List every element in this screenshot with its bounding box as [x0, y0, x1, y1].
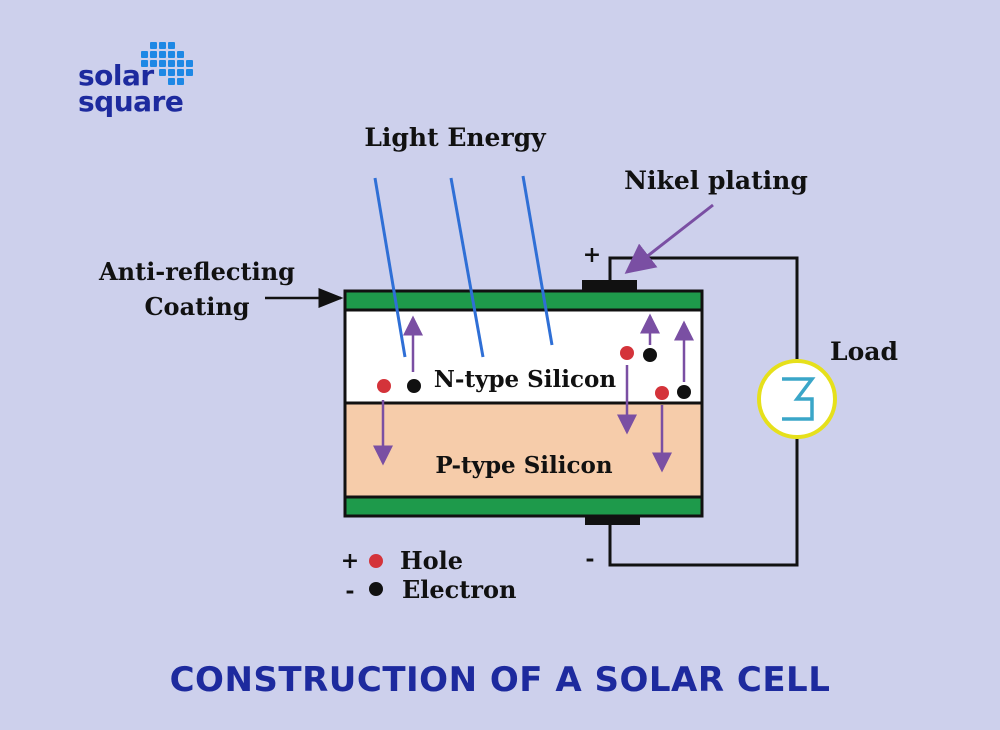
top-nickel-contact [582, 280, 637, 291]
light-energy-label: Light Energy [364, 123, 547, 152]
legend: + Hole - Electron [341, 546, 517, 604]
positive-terminal-label: + [583, 242, 601, 268]
p-type-silicon-layer [343, 401, 704, 499]
carrier-arrows [373, 313, 694, 473]
light-ray-3 [521, 175, 554, 346]
diagram-caption: CONSTRUCTION OF A SOLAR CELL [169, 660, 831, 700]
anti-reflecting-coating-layer [343, 289, 704, 312]
legend-electron-sign: - [345, 578, 354, 604]
logo-text-solar: solar [78, 59, 154, 92]
load-symbol-icon [782, 377, 816, 421]
hole-dot [620, 346, 634, 360]
nikel-plating-pointer-arrow [624, 203, 714, 274]
legend-electron-label: Electron [402, 575, 516, 604]
bottom-nickel-contact [585, 516, 640, 525]
load-label: Load [830, 337, 898, 366]
anti-reflecting-label-line1: Anti-reflecting [98, 257, 295, 286]
electron-dot [407, 379, 421, 393]
anti-reflecting-label-line2: Coating [144, 292, 249, 321]
hole-dot [655, 386, 669, 400]
electron-dot [677, 385, 691, 399]
p-type-silicon-label: P-type Silicon [435, 452, 612, 479]
solarsquare-logo: solar square [78, 40, 208, 120]
logo-text-square: square [78, 85, 184, 118]
negative-terminal-label: - [585, 546, 594, 572]
legend-electron-dot [369, 582, 383, 596]
electron-dot [643, 348, 657, 362]
light-rays [373, 175, 554, 358]
n-type-silicon-label: N-type Silicon [434, 366, 616, 393]
legend-hole-sign: + [341, 548, 359, 574]
legend-hole-dot [369, 554, 383, 568]
hole-dot [377, 379, 391, 393]
logo-globe-icon [141, 42, 193, 85]
legend-hole-label: Hole [400, 546, 463, 575]
nikel-plating-label: Nikel plating [624, 166, 808, 195]
light-ray-1 [373, 177, 407, 358]
light-ray-2 [449, 177, 485, 358]
bottom-green-layer [343, 495, 704, 518]
